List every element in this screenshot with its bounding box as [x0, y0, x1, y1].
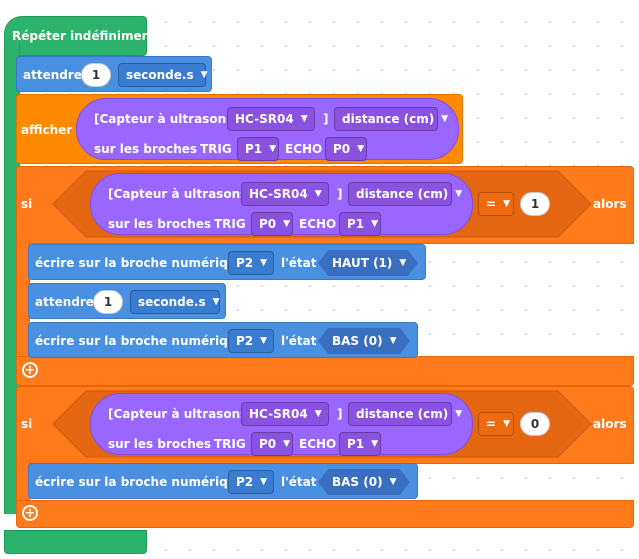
echo-label: ECHO: [299, 437, 337, 451]
ultrasonic-sensor-reporter[interactable]: [Capteur à ultrasons HC-SR04▼ ] distance…: [76, 98, 459, 161]
echo-pin-dropdown[interactable]: P0▼: [325, 137, 367, 161]
wait-label: attendre: [35, 295, 94, 309]
plus-circle-icon[interactable]: +: [22, 362, 38, 378]
echo-pin-dropdown[interactable]: P1▼: [339, 212, 381, 236]
caret-down-icon: ▼: [300, 114, 308, 124]
caret-down-icon: ▼: [371, 219, 379, 229]
if-block-2-footer: [16, 500, 634, 528]
digital-write-label: écrire sur la broche numérique: [35, 334, 245, 348]
wait-seconds-input[interactable]: 1: [81, 63, 111, 87]
sensor-label: [Capteur à ultrasons: [94, 112, 234, 126]
pin-state-dropdown[interactable]: HAUT (1)▼: [318, 250, 418, 276]
then-label: alors: [593, 197, 627, 211]
caret-down-icon: ▼: [314, 189, 322, 199]
measure-dropdown[interactable]: distance (cm)▼: [334, 107, 448, 131]
trig-label: TRIG: [214, 217, 246, 231]
state-label: l'état: [281, 334, 317, 348]
caret-down-icon: ▼: [212, 297, 220, 307]
caret-down-icon: ▼: [283, 439, 291, 449]
display-block[interactable]: afficher [Capteur à ultrasons HC-SR04▼ ]…: [16, 94, 463, 164]
sensor-model-dropdown[interactable]: HC-SR04▼: [241, 402, 329, 426]
caret-down-icon: ▼: [441, 114, 449, 124]
caret-down-icon: ▼: [389, 477, 397, 487]
digital-pin-dropdown[interactable]: P2▼: [228, 251, 274, 275]
caret-down-icon: ▼: [314, 409, 322, 419]
if-block-2[interactable]: si [Capteur à ultrasons HC-SR04▼ ] dista…: [16, 386, 634, 528]
wait-label: attendre: [23, 68, 82, 82]
caret-down-icon: ▼: [200, 70, 208, 80]
wait-block[interactable]: attendre 1 seconde.s▼: [16, 56, 212, 92]
trig-label: TRIG: [200, 142, 232, 156]
digital-write-block[interactable]: écrire sur la broche numérique P2▼ l'éta…: [28, 322, 418, 358]
if-block-1-footer: [16, 356, 634, 386]
caret-down-icon: ▼: [503, 199, 510, 209]
compare-value-input[interactable]: 0: [520, 412, 550, 436]
pin-state-dropdown[interactable]: BAS (0)▼: [318, 328, 410, 354]
pin-state-dropdown[interactable]: BAS (0)▼: [318, 469, 410, 495]
bracket-close: ]: [337, 407, 343, 421]
caret-down-icon: ▼: [399, 258, 407, 268]
ultrasonic-sensor-reporter[interactable]: [Capteur à ultrasons HC-SR04▼ ] distance…: [90, 173, 473, 236]
if-block-1[interactable]: si [Capteur à ultrasons HC-SR04▼ ] dista…: [16, 166, 634, 386]
caret-down-icon: ▼: [389, 336, 397, 346]
caret-down-icon: ▼: [371, 439, 379, 449]
trig-pin-dropdown[interactable]: P1▼: [237, 137, 279, 161]
if-label: si: [21, 417, 33, 431]
bracket-close: ]: [323, 112, 329, 126]
sensor-label: [Capteur à ultrasons: [108, 187, 248, 201]
wait-unit-dropdown[interactable]: seconde.s▼: [118, 63, 208, 87]
bracket-close: ]: [337, 187, 343, 201]
pins-label: sur les broches: [94, 142, 198, 156]
sensor-model-dropdown[interactable]: HC-SR04▼: [227, 107, 315, 131]
caret-down-icon: ▼: [260, 477, 268, 487]
measure-dropdown[interactable]: distance (cm)▼: [348, 182, 462, 206]
repeat-forever-top[interactable]: [4, 16, 147, 56]
caret-down-icon: ▼: [503, 419, 510, 429]
caret-down-icon: ▼: [260, 336, 268, 346]
caret-down-icon: ▼: [283, 219, 291, 229]
echo-label: ECHO: [285, 142, 323, 156]
wait-block[interactable]: attendre 1 seconde.s▼: [28, 283, 226, 319]
trig-label: TRIG: [214, 437, 246, 451]
display-label: afficher: [21, 123, 73, 137]
digital-write-block[interactable]: écrire sur la broche numérique P2▼ l'éta…: [28, 244, 426, 280]
compare-value-input[interactable]: 1: [520, 192, 550, 216]
if-label: si: [21, 197, 33, 211]
repeat-forever-label: Répéter indéfiniment: [12, 29, 156, 43]
comparison-operator-dropdown[interactable]: =▼: [478, 412, 514, 436]
measure-dropdown[interactable]: distance (cm)▼: [348, 402, 462, 426]
sensor-label: [Capteur à ultrasons: [108, 407, 248, 421]
then-label: alors: [593, 417, 627, 431]
caret-down-icon: ▼: [455, 409, 463, 419]
pins-label: sur les broches: [108, 217, 212, 231]
digital-pin-dropdown[interactable]: P2▼: [228, 329, 274, 353]
ultrasonic-sensor-reporter[interactable]: [Capteur à ultrasons HC-SR04▼ ] distance…: [90, 393, 473, 456]
digital-write-block[interactable]: écrire sur la broche numérique P2▼ l'éta…: [28, 463, 418, 499]
state-label: l'état: [281, 256, 317, 270]
wait-unit-dropdown[interactable]: seconde.s▼: [130, 290, 220, 314]
digital-pin-dropdown[interactable]: P2▼: [228, 470, 274, 494]
digital-write-label: écrire sur la broche numérique: [35, 475, 245, 489]
plus-circle-icon[interactable]: +: [22, 505, 38, 521]
caret-down-icon: ▼: [269, 144, 277, 154]
state-label: l'état: [281, 475, 317, 489]
pins-label: sur les broches: [108, 437, 212, 451]
digital-write-label: écrire sur la broche numérique: [35, 256, 245, 270]
sensor-model-dropdown[interactable]: HC-SR04▼: [241, 182, 329, 206]
comparison-operator-dropdown[interactable]: =▼: [478, 192, 514, 216]
trig-pin-dropdown[interactable]: P0▼: [251, 212, 293, 236]
trig-pin-dropdown[interactable]: P0▼: [251, 432, 293, 456]
repeat-forever-bottom: [4, 530, 147, 554]
wait-seconds-input[interactable]: 1: [93, 290, 123, 314]
echo-pin-dropdown[interactable]: P1▼: [339, 432, 381, 456]
caret-down-icon: ▼: [357, 144, 365, 154]
caret-down-icon: ▼: [260, 258, 268, 268]
caret-down-icon: ▼: [455, 189, 463, 199]
echo-label: ECHO: [299, 217, 337, 231]
